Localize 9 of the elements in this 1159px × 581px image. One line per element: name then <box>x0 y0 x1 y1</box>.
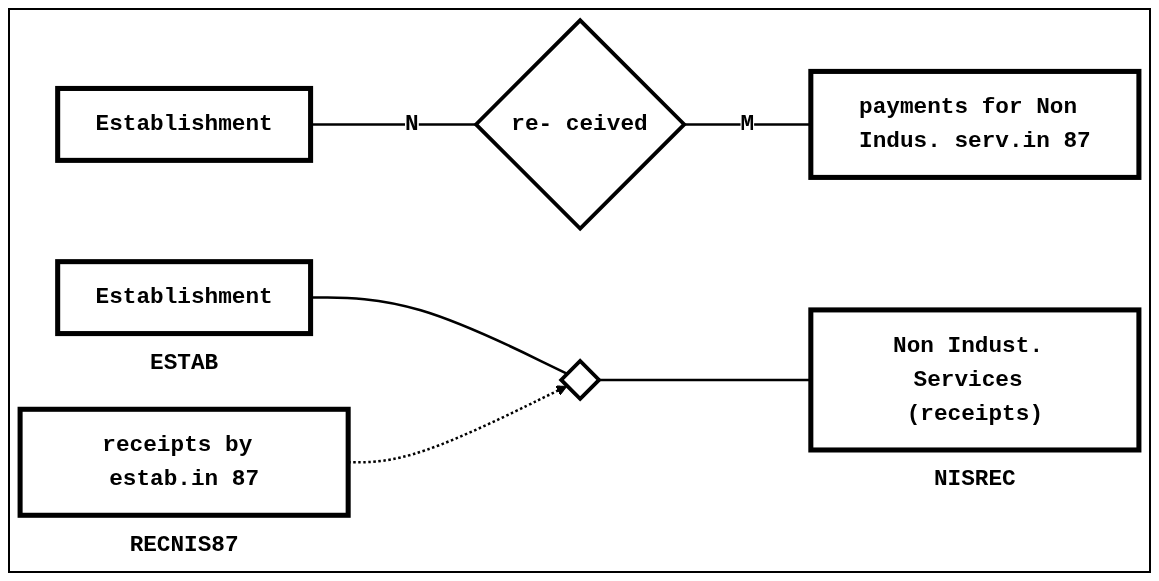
relationship-diamond: re- ceived <box>473 17 687 232</box>
entity-name: ESTAB <box>150 349 219 376</box>
entity-box: payments for Non Indus. serv.in 87 <box>808 68 1142 180</box>
entity-box: Non Indust. Services (receipts) <box>808 307 1142 453</box>
entity-box: Establishment <box>55 85 314 163</box>
entity-box: receipts by estab.in 87 <box>17 406 351 518</box>
entity-name: RECNIS87 <box>129 531 239 558</box>
entity-box: Establishment <box>55 259 314 337</box>
entity-name: NISREC <box>934 466 1016 493</box>
